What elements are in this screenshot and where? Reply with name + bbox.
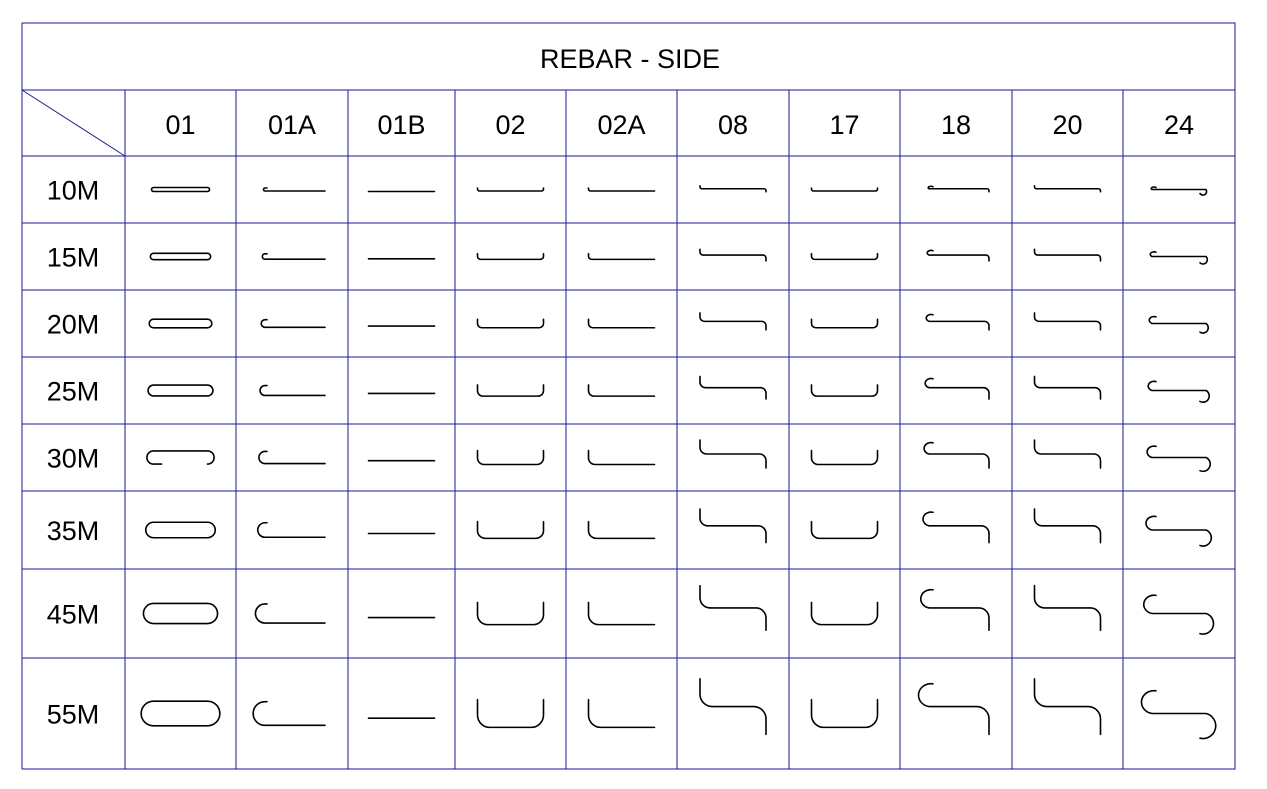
bend-shape-02-10m [476, 187, 545, 192]
bend-shape-08-35m [699, 508, 767, 544]
bend-shape-02-55m [476, 698, 545, 729]
bend-shape-18-45m [919, 588, 990, 631]
bend-shape-02a-35m [587, 520, 656, 540]
bend-shape-18-20m [925, 313, 990, 331]
bend-shape-18-25m [924, 377, 990, 400]
bend-shape-20-25m [1033, 375, 1102, 400]
column-header: 01B [377, 110, 425, 140]
bend-shape-20-10m [1033, 184, 1102, 193]
bend-shape-01-55m [140, 700, 221, 727]
bend-shape-24-30m [1146, 445, 1212, 473]
bend-shape-02-45m [476, 601, 545, 626]
bend-shape-24-10m [1150, 186, 1208, 196]
bend-shape-17-15m [810, 252, 879, 261]
bend-shape-24-25m [1147, 380, 1210, 403]
row-header: 45M [47, 600, 100, 630]
bend-shape-02a-30m [587, 449, 656, 466]
bend-shape-08-10m [699, 184, 767, 193]
column-header: 17 [829, 110, 859, 140]
bend-shape-02-20m [476, 318, 545, 329]
bend-shape-02-30m [476, 449, 545, 466]
bend-shape-20-35m [1033, 508, 1102, 544]
bend-shape-18-55m [917, 682, 990, 736]
bend-shape-02a-15m [587, 252, 656, 261]
bend-shape-01-15m [149, 252, 212, 261]
bend-shape-01a-20m [260, 318, 326, 329]
bend-shape-18-35m [922, 511, 990, 544]
column-header: 01A [268, 110, 316, 140]
bend-shape-20-30m [1033, 439, 1102, 469]
bend-shape-01a-45m [254, 603, 326, 624]
bend-shape-20-15m [1033, 248, 1102, 262]
bend-shape-20-45m [1033, 584, 1102, 631]
row-headers: 10M 15M 20M 25M 30M 35M 45M 55M [47, 176, 100, 730]
bend-shapes [140, 184, 1217, 740]
bend-shape-01a-25m [259, 384, 326, 397]
bend-shape-01-45m [142, 602, 219, 625]
bend-shape-01a-30m [258, 450, 326, 465]
bend-shape-20-55m [1033, 678, 1102, 736]
bend-shape-17-20m [810, 318, 879, 329]
bend-shape-02a-55m [587, 698, 656, 729]
table-border [21, 22, 1236, 770]
bend-shape-02a-10m [587, 187, 656, 192]
bend-shape-17-45m [810, 601, 879, 626]
bend-shape-01a-15m [261, 253, 326, 260]
bend-shape-02-15m [476, 252, 545, 261]
bend-shape-02-25m [476, 384, 545, 397]
bend-shape-02a-20m [587, 318, 656, 329]
bend-shape-24-35m [1145, 515, 1213, 547]
bend-shape-01a-55m [252, 700, 326, 727]
bend-shape-24-15m [1149, 251, 1209, 265]
bend-shape-17-30m [810, 449, 879, 466]
bend-shape-08-20m [699, 312, 767, 331]
bend-shape-02a-25m [587, 384, 656, 397]
bend-shape-01-35m [145, 521, 216, 539]
bend-shape-17-35m [810, 520, 879, 540]
bend-shape-24-55m [1140, 689, 1217, 740]
column-header: 02A [597, 110, 645, 140]
corner-diagonal [21, 89, 126, 157]
column-header: 02 [495, 110, 525, 140]
bend-shape-01a-35m [257, 521, 326, 539]
column-header: 18 [941, 110, 971, 140]
row-header: 35M [47, 516, 100, 546]
bend-shape-01a-10m [262, 187, 326, 192]
column-header: 01 [165, 110, 195, 140]
column-header: 08 [718, 110, 748, 140]
bend-shape-18-15m [926, 249, 990, 262]
column-header: 20 [1052, 110, 1082, 140]
table-title: REBAR - SIDE [540, 44, 720, 74]
row-header: 30M [47, 444, 100, 474]
bend-shape-08-30m [699, 439, 767, 469]
bend-shape-24-20m [1148, 315, 1210, 334]
table-grid [21, 22, 1236, 770]
bend-shape-01-20m [148, 318, 213, 329]
column-headers: 01 01A 01B 02 02A 08 17 18 20 24 [165, 110, 1194, 140]
row-header: 25M [47, 377, 100, 407]
bend-shape-18-10m [927, 185, 990, 193]
bend-shape-17-10m [810, 187, 879, 192]
column-header: 24 [1164, 110, 1194, 140]
row-header: 10M [47, 176, 100, 206]
bend-shape-24-45m [1142, 594, 1215, 635]
bend-shape-02a-45m [587, 601, 656, 626]
row-header: 55M [47, 700, 100, 730]
bend-shape-01-10m [150, 186, 211, 193]
bend-shape-01-30m [146, 450, 215, 465]
bend-shape-18-30m [923, 441, 990, 469]
bend-shape-08-45m [699, 584, 767, 631]
bend-shape-17-25m [810, 384, 879, 397]
row-header: 20M [47, 310, 100, 340]
bend-shape-02-35m [476, 520, 545, 540]
row-header: 15M [47, 243, 100, 273]
bend-shape-17-55m [810, 698, 879, 729]
bend-shape-20-20m [1033, 312, 1102, 331]
bend-shape-01-25m [147, 384, 214, 397]
bend-shape-08-25m [699, 375, 767, 400]
bend-shape-08-15m [699, 248, 767, 262]
bend-shape-08-55m [699, 678, 767, 736]
